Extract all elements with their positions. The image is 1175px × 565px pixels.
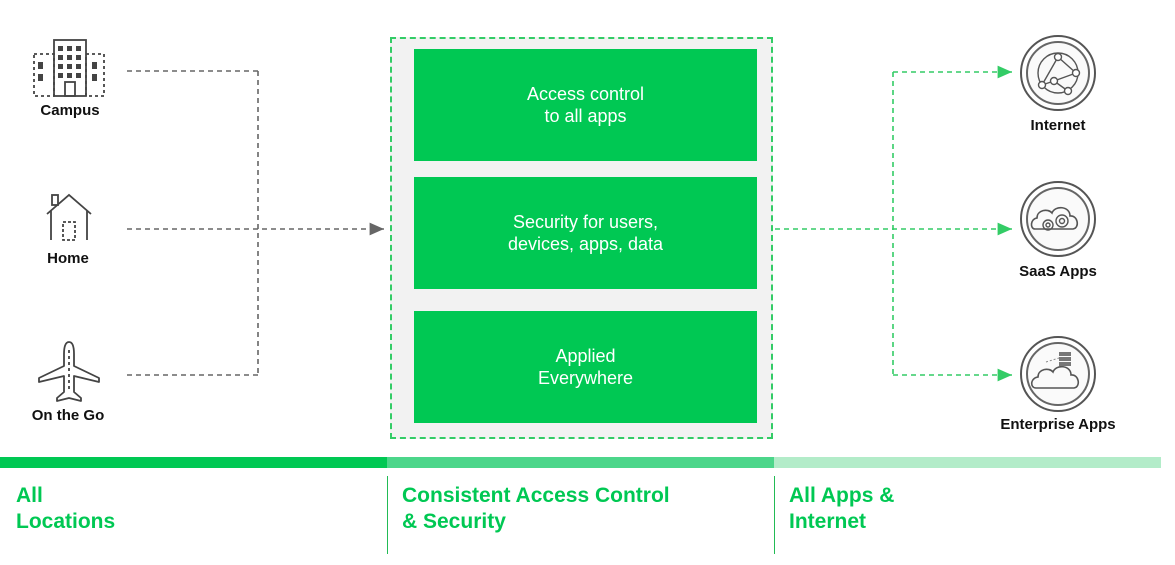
block-line: Everywhere (537, 368, 634, 388)
block-applied-everywhere: Applied Everywhere (414, 311, 757, 423)
column-divider (387, 476, 388, 554)
column-title-line: Consistent Access Control (402, 484, 670, 507)
destination-label-internet: Internet (1030, 117, 1086, 134)
destination-label-saas-apps: SaaS Apps (1019, 263, 1097, 280)
column-title-line: Internet (789, 510, 867, 533)
destination-connectors (775, 65, 1012, 382)
column-title-line: Locations (16, 510, 116, 533)
column-title-line: All (16, 484, 43, 507)
column-title-line: All Apps & (789, 484, 895, 507)
column-title-security: Consistent Access Control & Security (402, 483, 670, 535)
cloud-gears-icon (1020, 181, 1096, 257)
destination-label-enterprise-apps: Enterprise Apps (1000, 416, 1116, 433)
progress-bar-locations (0, 457, 387, 468)
source-connectors (127, 70, 384, 376)
progress-bar-apps (774, 457, 1161, 468)
airplane-icon (38, 341, 100, 402)
source-label-on-the-go: On the Go (31, 407, 105, 424)
block-line: Applied (555, 346, 616, 366)
column-divider (774, 476, 775, 554)
block-line: devices, apps, data (507, 234, 664, 254)
block-line: Access control (526, 84, 645, 104)
globe-network-icon (1020, 35, 1096, 111)
column-title-line: & Security (402, 510, 506, 533)
building-icon (33, 39, 105, 97)
block-security: Security for users, devices, apps, data (414, 177, 757, 289)
column-title-apps: All Apps & Internet (789, 483, 894, 535)
block-line: to all apps (544, 106, 627, 126)
block-access-control: Access control to all apps (414, 49, 757, 161)
block-line: Security for users, (512, 212, 659, 232)
cloud-server-icon (1020, 336, 1096, 412)
column-title-locations: All Locations (16, 483, 115, 535)
source-label-campus: Campus (40, 102, 100, 119)
house-icon (46, 193, 92, 241)
progress-bar-security (387, 457, 774, 468)
source-label-home: Home (47, 250, 89, 267)
